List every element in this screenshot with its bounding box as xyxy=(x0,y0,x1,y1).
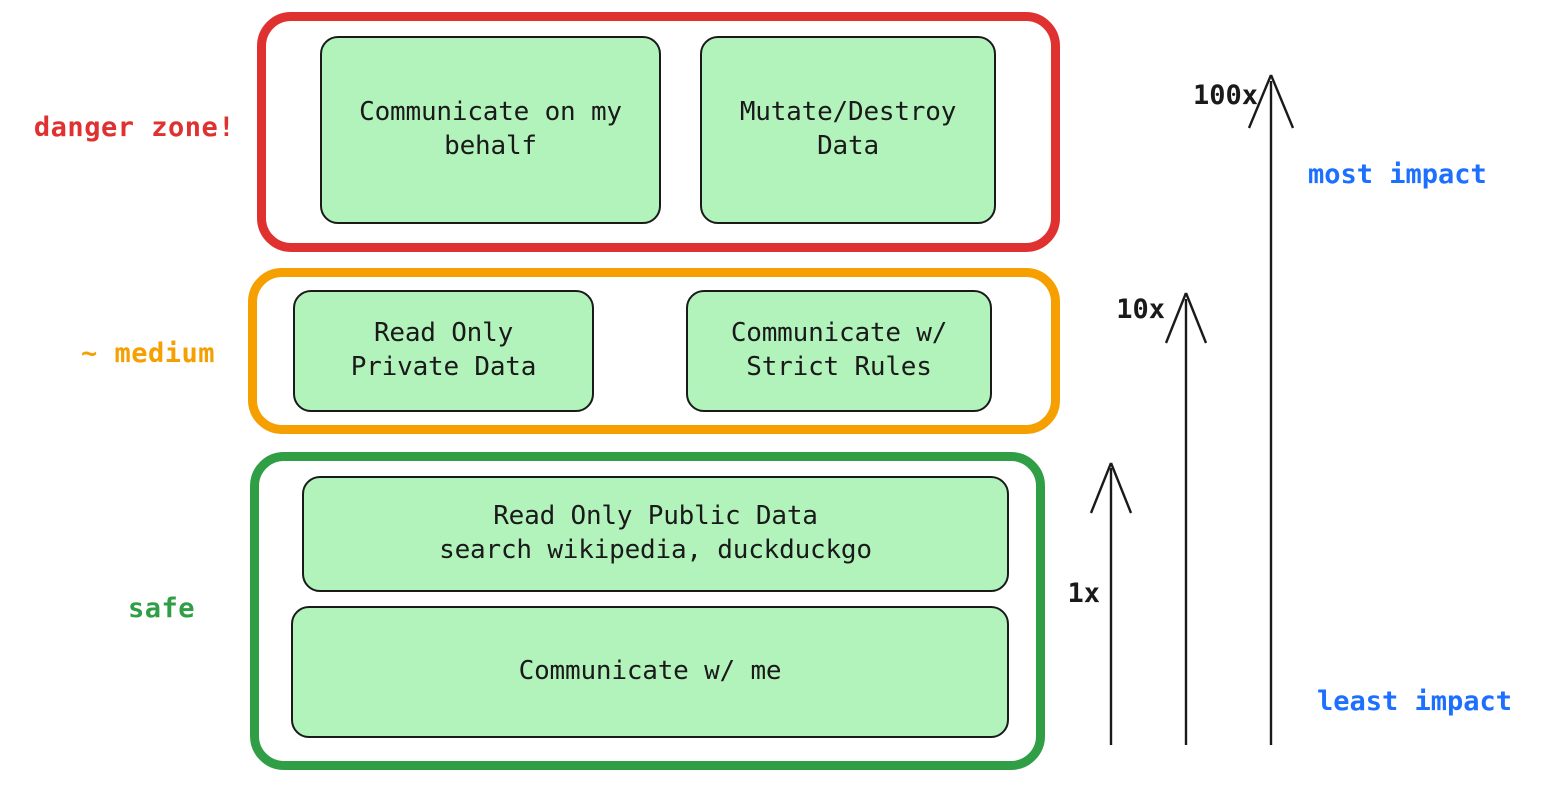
scale-label-100x: 100x xyxy=(1192,80,1258,111)
scale-label-1x: 1x xyxy=(1067,578,1100,609)
capability-card-communicate-on-my-behalf[interactable]: Communicate on my behalf xyxy=(320,36,661,224)
tier-label-medium: ~ medium xyxy=(80,338,215,369)
capability-card-communicate-with-me[interactable]: Communicate w/ me xyxy=(291,606,1009,738)
impact-label-most: most impact xyxy=(1308,159,1487,190)
capability-card-read-only-public-data[interactable]: Read Only Public Data search wikipedia, … xyxy=(302,476,1009,592)
impact-label-least: least impact xyxy=(1317,686,1513,717)
impact-scale-arrows xyxy=(1089,74,1295,745)
tier-label-danger: danger zone! xyxy=(33,112,235,143)
scale-label-10x: 10x xyxy=(1116,294,1165,325)
impact-arrow-1x xyxy=(1089,462,1133,745)
impact-arrow-100x xyxy=(1247,74,1295,745)
impact-arrow-10x xyxy=(1164,292,1208,745)
capability-card-read-only-private-data[interactable]: Read Only Private Data xyxy=(293,290,594,412)
capability-card-communicate-with-strict-rules[interactable]: Communicate w/ Strict Rules xyxy=(686,290,992,412)
tier-label-safe: safe xyxy=(127,593,195,624)
capability-card-mutate-destroy-data[interactable]: Mutate/Destroy Data xyxy=(700,36,996,224)
